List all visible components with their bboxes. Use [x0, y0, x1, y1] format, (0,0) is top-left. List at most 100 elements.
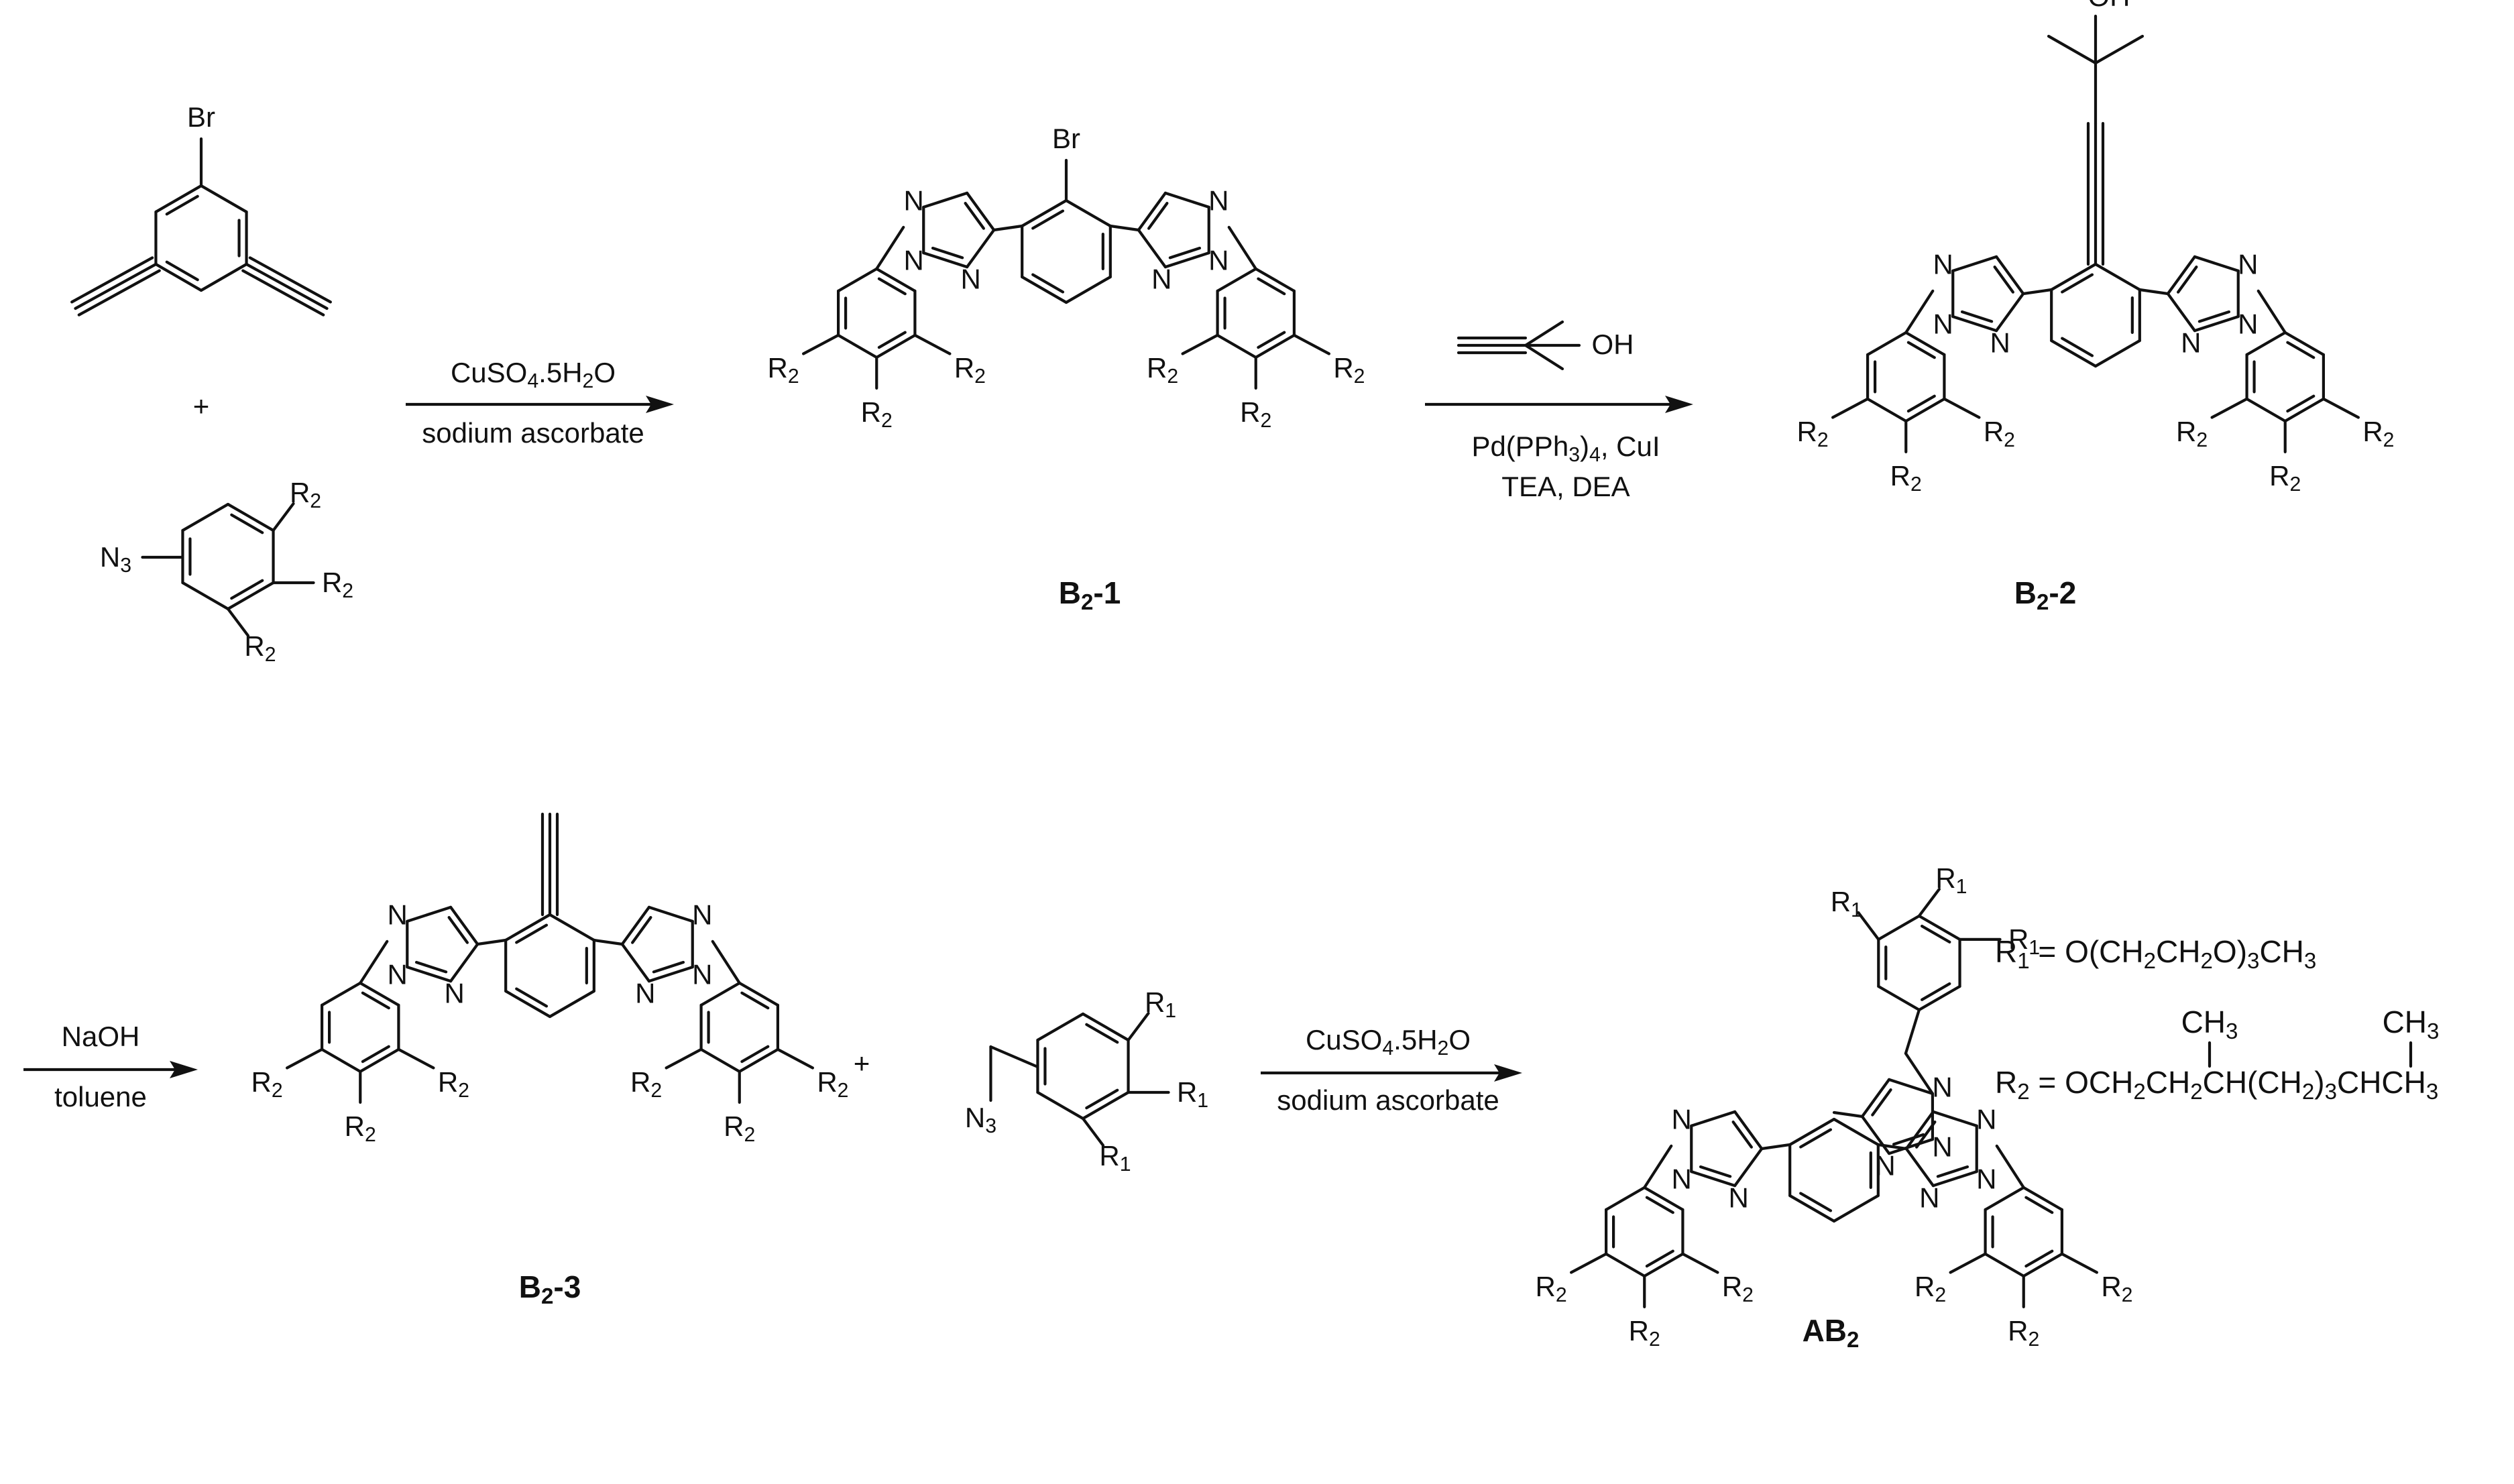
ab2-triazole-top-n3: N — [1875, 1149, 1895, 1181]
b2-1-triazole-right-c4n3 — [1137, 228, 1167, 269]
b2-3-triazole-left-n1c5 — [406, 905, 453, 923]
bz-r1-c — [1081, 1117, 1105, 1147]
b2-2-triazole-right-n1c5 — [2193, 255, 2240, 273]
b2-1-core-bond2 — [1064, 275, 1112, 304]
b2-3-triazole-right-n2: N — [692, 959, 712, 990]
ab2-triazole-top-n1c5 — [1887, 1078, 1935, 1096]
ab2-triazole-right-n1: N — [1976, 1103, 1996, 1135]
b2-3-triazole-right-n3n2 — [647, 965, 694, 983]
b2-2-oh-label: OH — [2088, 0, 2130, 12]
b2-1-triazole-left-n3n2 — [922, 251, 969, 269]
b2-3-triazole-left-n2: N — [388, 959, 408, 990]
b2-2-aryl-right-sub2 — [2322, 397, 2360, 419]
arrow-3-head — [170, 1061, 198, 1078]
sm-alkyne-right — [245, 262, 329, 310]
ab2-aryl-right-bond0-inner — [2024, 1196, 2054, 1214]
b2-3-aryl-right-bond2-inner — [740, 1045, 770, 1064]
b2-2-triazole-left-n3n2 — [1951, 315, 1998, 333]
bz-azide-ring-bond2-inner — [1085, 1088, 1119, 1110]
sm-azide-ring-bond0-inner — [230, 513, 264, 534]
sm-alkyne-left — [74, 262, 158, 310]
b2-2-aryl-left-bond5 — [1866, 331, 1908, 357]
b2-1-core-bond3-inner — [1031, 273, 1065, 294]
b2-2-core-bond5 — [2050, 262, 2098, 292]
b2-3-triazole-right-link — [592, 938, 624, 946]
b2-3-triazole-left-n1: N — [388, 899, 408, 930]
sm-azide-ring-bond2 — [226, 581, 275, 611]
arrow-3-reagent-top: NaOH — [62, 1021, 140, 1052]
b2-3-triazole-right-c4n3 — [620, 942, 650, 983]
ab2-r1-a-label: R1 — [1831, 886, 1862, 921]
b2-1-triazole-left-n3: N — [960, 263, 980, 294]
ab2-triazole-top-n1: N — [1932, 1071, 1952, 1102]
b2-1-triazole-left-link — [992, 224, 1024, 232]
b2-2-triazole-left-n3: N — [1990, 327, 2010, 358]
arrow-1-head — [646, 396, 674, 413]
b2-3-triazole-right-n1: N — [692, 899, 712, 930]
sm-alkyne-right-c — [248, 256, 332, 304]
sm-alkyne-right-b — [241, 269, 325, 317]
b2-3-aryl-left-bond2-inner — [361, 1045, 390, 1064]
b2-2-aryl-right-bond2 — [2283, 397, 2325, 423]
ab2-aryl-right-bond2 — [2022, 1252, 2063, 1278]
sm-dialkyne-ring-bond2 — [199, 262, 248, 292]
b2-2-triazole-left-c4n3 — [1995, 292, 2025, 333]
ab2-triazole-top-n3n2 — [1887, 1137, 1935, 1155]
b2-3-triazole-right-n3n2-inner — [652, 960, 685, 974]
b2-3-aryl-left-bond2 — [359, 1047, 400, 1074]
ab2-core-bond0 — [1832, 1117, 1880, 1147]
b2-1-triazole-left-n2: N — [904, 245, 924, 276]
ab2-aryl-right-sub0 — [1949, 1252, 1987, 1274]
b2-1-aryl-left-r2: R2 — [954, 352, 986, 388]
arrow-2-oh: OH — [1592, 329, 1634, 360]
b2-2-triazole-left-c5c4-inner — [1993, 266, 2014, 294]
bz-r1-a-label: R1 — [1145, 986, 1176, 1022]
b2-1-aryl-right-r1: R2 — [1240, 396, 1271, 432]
ab2-triazole-left-n3n2 — [1690, 1169, 1737, 1188]
b2-3-aryl-right-r0: R2 — [630, 1066, 662, 1102]
ab2-triazole-left-c4n3 — [1733, 1147, 1764, 1188]
b2-1-aryl-right-bond2 — [1254, 333, 1296, 359]
b2-3-aryl-left-r1: R2 — [345, 1110, 376, 1146]
bz-r1-b-label: R1 — [1177, 1076, 1208, 1112]
b2-1-triazole-left-c5c4 — [966, 191, 996, 232]
b2-3-aryl-right-bond0 — [738, 981, 779, 1007]
b2-3-core-bond5-inner — [515, 923, 549, 944]
b2-2-aryl-left-link — [1904, 289, 1935, 335]
b2-2-aryl-left-bond2 — [1904, 397, 1946, 423]
b2-3-triazole-left-n3: N — [444, 977, 464, 1009]
ab2-triazole-top-n3n2-inner — [1892, 1133, 1925, 1146]
b2-2-triazole-right-link — [2138, 288, 2169, 296]
bz-ch2-bond — [989, 1045, 1039, 1069]
ab2-triazole-top-n2: N — [1932, 1131, 1952, 1163]
ab2-triazole-left-link — [1760, 1143, 1792, 1151]
b2-2-triazole-right-n3n2-inner — [2197, 310, 2231, 323]
ab2-aryl-right-bond2-inner — [2024, 1249, 2054, 1268]
b2-3-aryl-left-r2: R2 — [438, 1066, 469, 1102]
sm-dialkyne-ring-bond3-inner — [165, 260, 199, 282]
ab2-core-bond5 — [1788, 1117, 1836, 1147]
ab2-benzyl-link — [1904, 1008, 1921, 1055]
b2-2-triazole-right-c5c4-inner — [2177, 266, 2198, 294]
ab2-r1-b-label: R1 — [1935, 862, 1967, 898]
b2-3-core-bond5 — [504, 913, 552, 942]
bz-azide-ring-bond5 — [1036, 1012, 1085, 1042]
bz-azide-ring-bond2 — [1081, 1090, 1130, 1121]
bz-r1-a — [1127, 1011, 1150, 1042]
b2-2-aryl-right-bond0 — [2283, 331, 2325, 357]
ab2-triazole-right-n3n2-inner — [1936, 1165, 1969, 1178]
b2-1-aryl-right-bond0 — [1254, 267, 1296, 293]
b2-1-triazole-left-n3n2-inner — [931, 246, 964, 260]
ab2-triazole-top-c5c4-inner — [1871, 1088, 1892, 1117]
ab2-triazole-left-c5c4-inner — [1731, 1121, 1753, 1149]
b2-2-triazole-left-c5c4 — [1995, 255, 2025, 296]
ab2-ch2-bond — [1904, 1051, 1935, 1096]
b2-3-aryl-left-r0: R2 — [251, 1066, 283, 1102]
b2-1-triazole-right-c5c4 — [1137, 191, 1167, 232]
b2-3-aryl-left-sub2 — [397, 1047, 435, 1070]
ab2-aryl-right-r1: R2 — [2008, 1315, 2039, 1351]
b2-3-aryl-left-sub0 — [286, 1047, 324, 1070]
plus-1: + — [193, 390, 210, 422]
ab2-benzyl-ring-bond0-inner — [1921, 924, 1951, 944]
